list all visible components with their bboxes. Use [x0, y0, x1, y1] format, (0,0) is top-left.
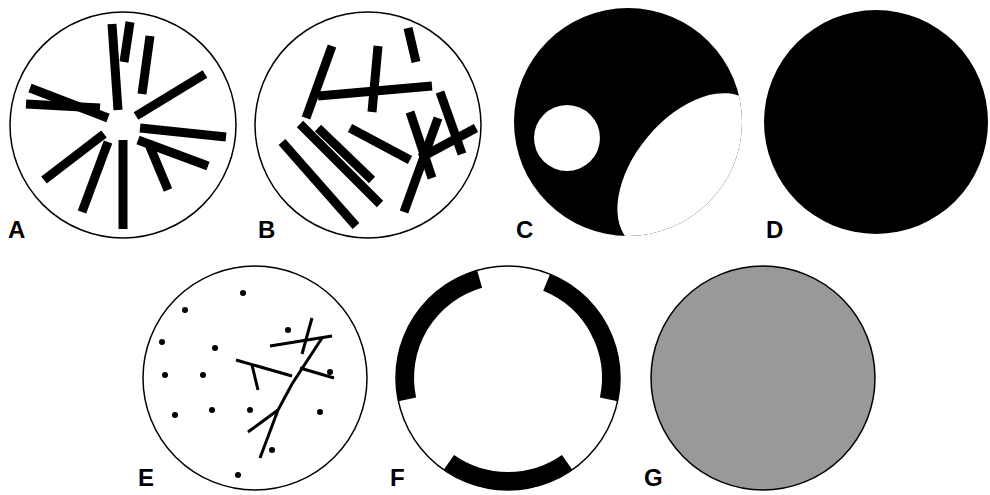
panel-letter: G	[644, 466, 663, 490]
ring-segment	[449, 462, 567, 481]
panel-letter: E	[138, 466, 154, 490]
circle-g	[651, 266, 875, 490]
circle-e	[143, 266, 367, 490]
ring-segment	[405, 279, 480, 399]
panel-letter: F	[390, 466, 405, 490]
panel-letter: B	[258, 218, 275, 242]
panel-letter: A	[8, 218, 25, 242]
circle-b	[255, 12, 481, 238]
panel-letter: C	[516, 218, 533, 242]
circle-f	[396, 266, 620, 490]
circle-c	[514, 8, 791, 278]
panel-letter: D	[766, 218, 783, 242]
ring-segment	[547, 283, 611, 400]
circle-d	[764, 10, 988, 234]
circle-a	[10, 12, 236, 238]
